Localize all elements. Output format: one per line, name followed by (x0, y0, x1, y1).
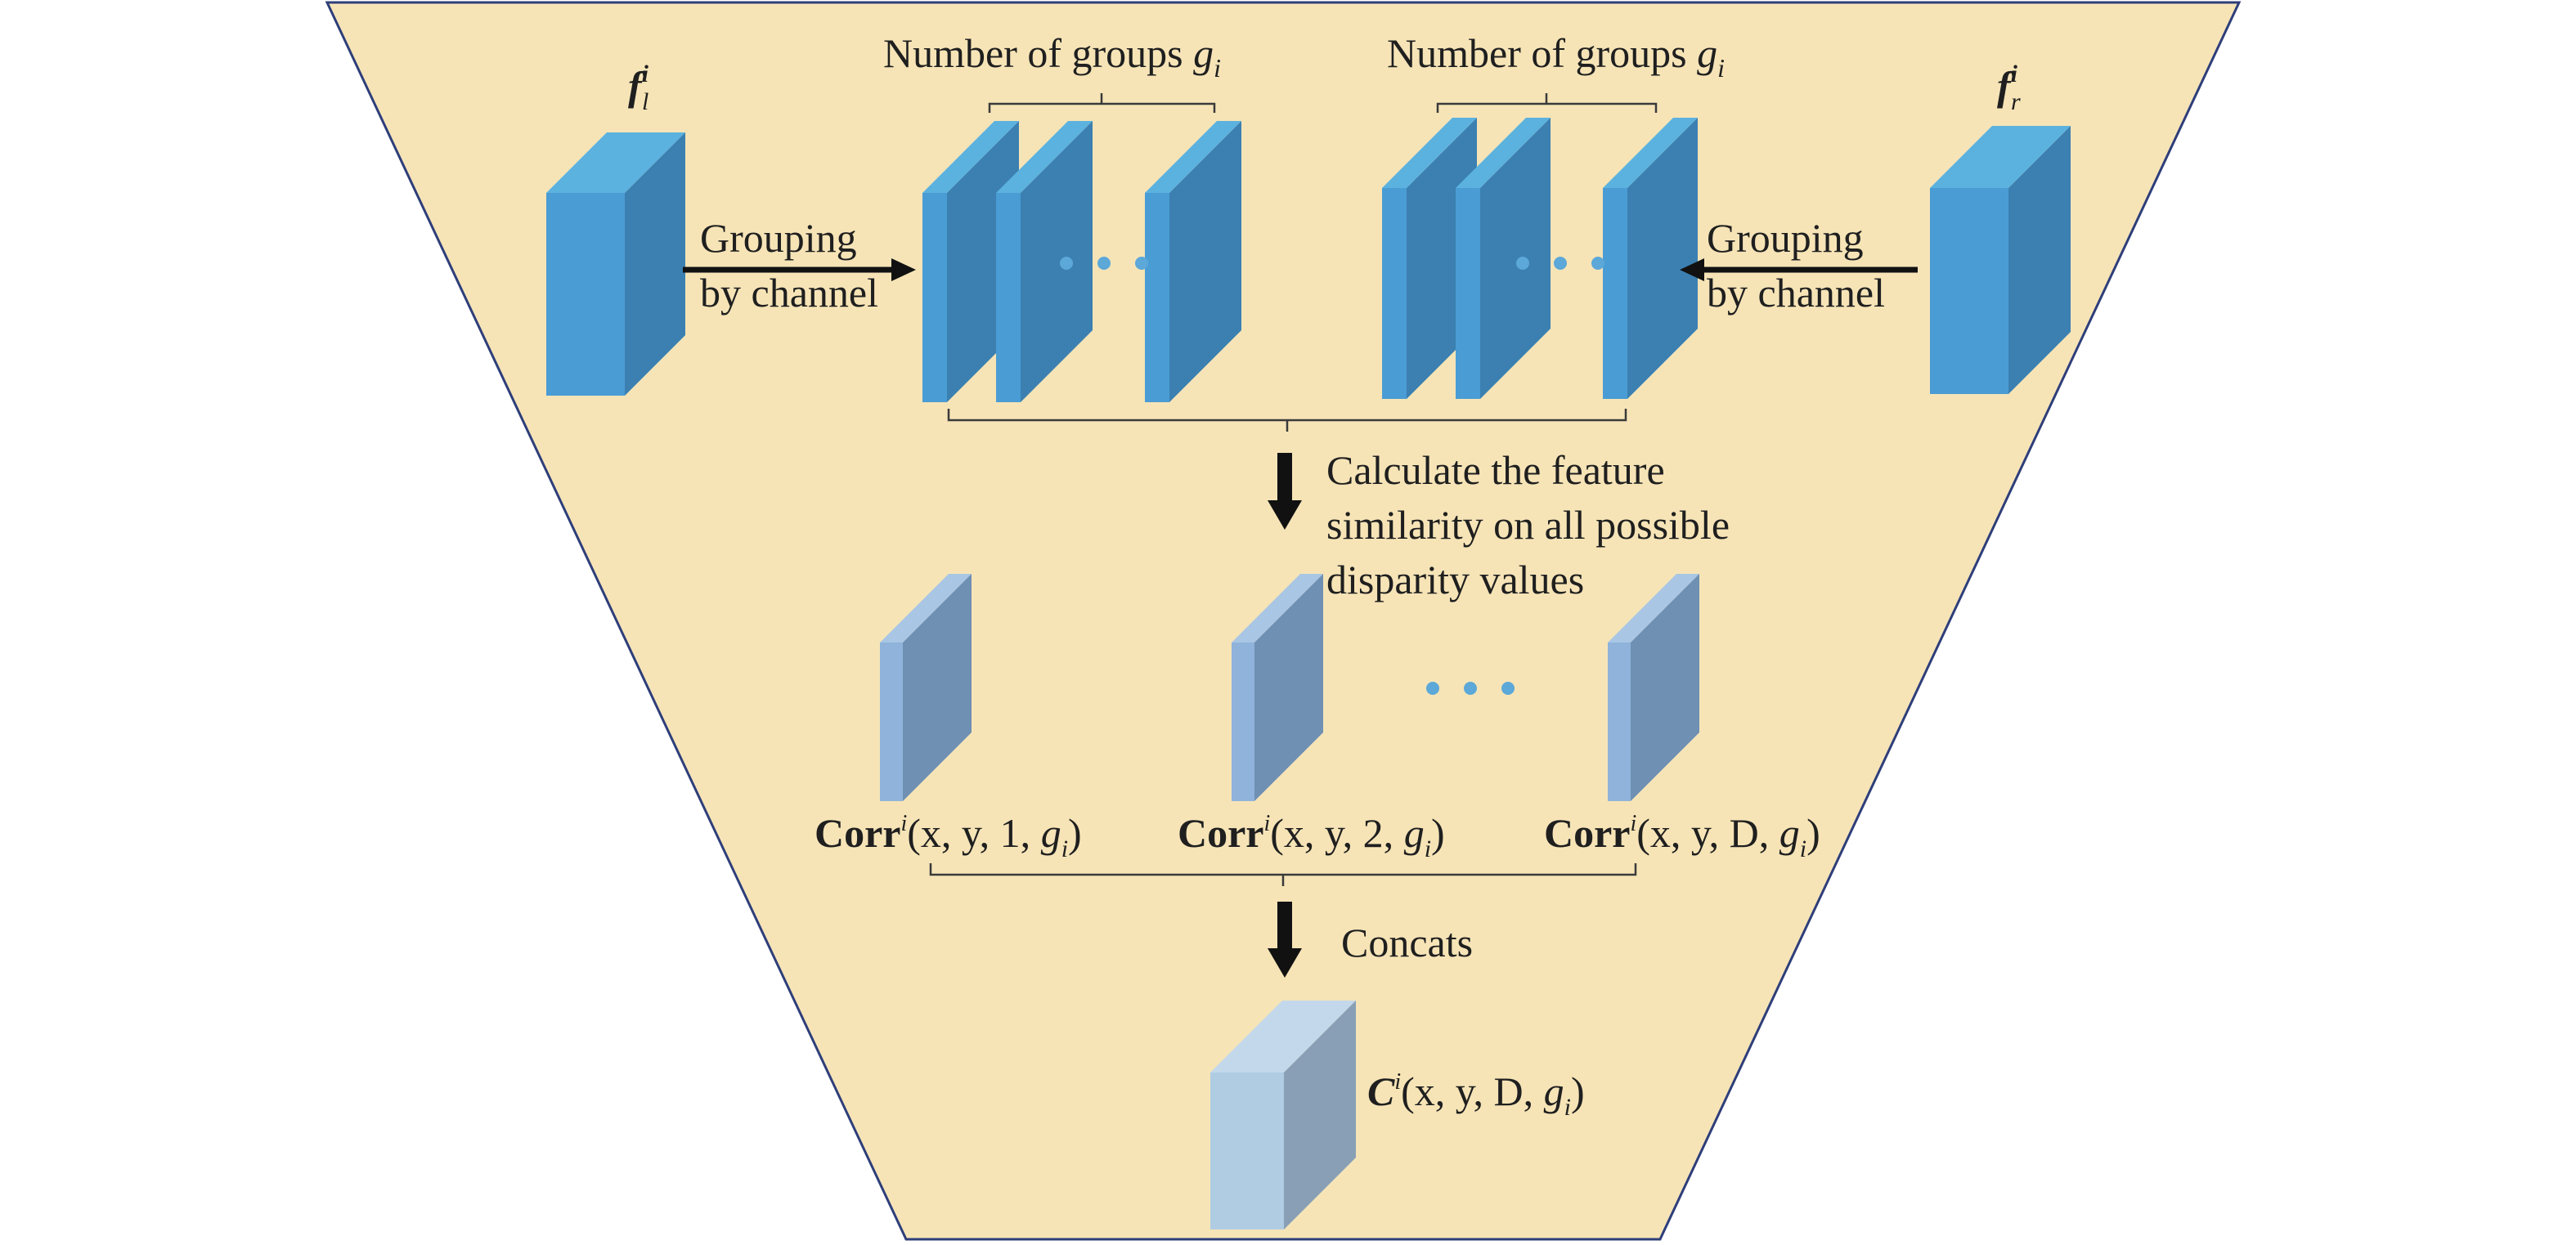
ellipsis-icon (1060, 257, 1148, 270)
arrow-down-icon (1268, 902, 1302, 978)
left-feature-block (546, 132, 685, 396)
corr-slice-2 (1232, 574, 1323, 801)
corr-label-D: Corri(x, y, D, gi) (1544, 810, 1820, 862)
grouping-label-left: Grouping by channel (700, 215, 878, 316)
groups-label-right: Number of groups gi (1387, 30, 1725, 83)
ellipsis-dots (1060, 257, 1604, 695)
arrow-left-icon (1680, 258, 1918, 281)
ellipsis-icon (1426, 682, 1515, 695)
cubes-layer (546, 118, 2071, 1229)
group-slice-right-3 (1603, 118, 1698, 399)
group-slice-right-2 (1456, 118, 1551, 399)
output-cost-volume (1210, 1001, 1356, 1229)
features-bracket (947, 409, 1627, 432)
corr-label-2: Corri(x, y, 2, gi) (1178, 810, 1445, 862)
groups-bracket-left (988, 93, 1216, 113)
grouping-label-right: Grouping by channel (1707, 215, 1885, 316)
corr-label-1: Corri(x, y, 1, gi) (815, 810, 1082, 862)
ellipsis-icon (1516, 257, 1604, 270)
arrow-right-icon (683, 258, 916, 281)
groups-label-left: Number of groups gi (883, 30, 1221, 83)
arrow-down-icon (1268, 453, 1302, 530)
group-slice-left-3 (1145, 121, 1241, 402)
groups-bracket-right (1436, 93, 1658, 113)
calc-label: Calculate the feature similarity on all … (1326, 447, 1740, 602)
right-feature-block (1930, 126, 2071, 394)
corr-bracket (929, 863, 1637, 886)
concats-label: Concats (1341, 920, 1473, 965)
group-slice-left-2 (996, 121, 1093, 402)
output-label: Ci(x, y, D, gi) (1367, 1068, 1585, 1121)
corr-slice-1 (880, 574, 972, 801)
corr-slice-D (1608, 574, 1699, 801)
